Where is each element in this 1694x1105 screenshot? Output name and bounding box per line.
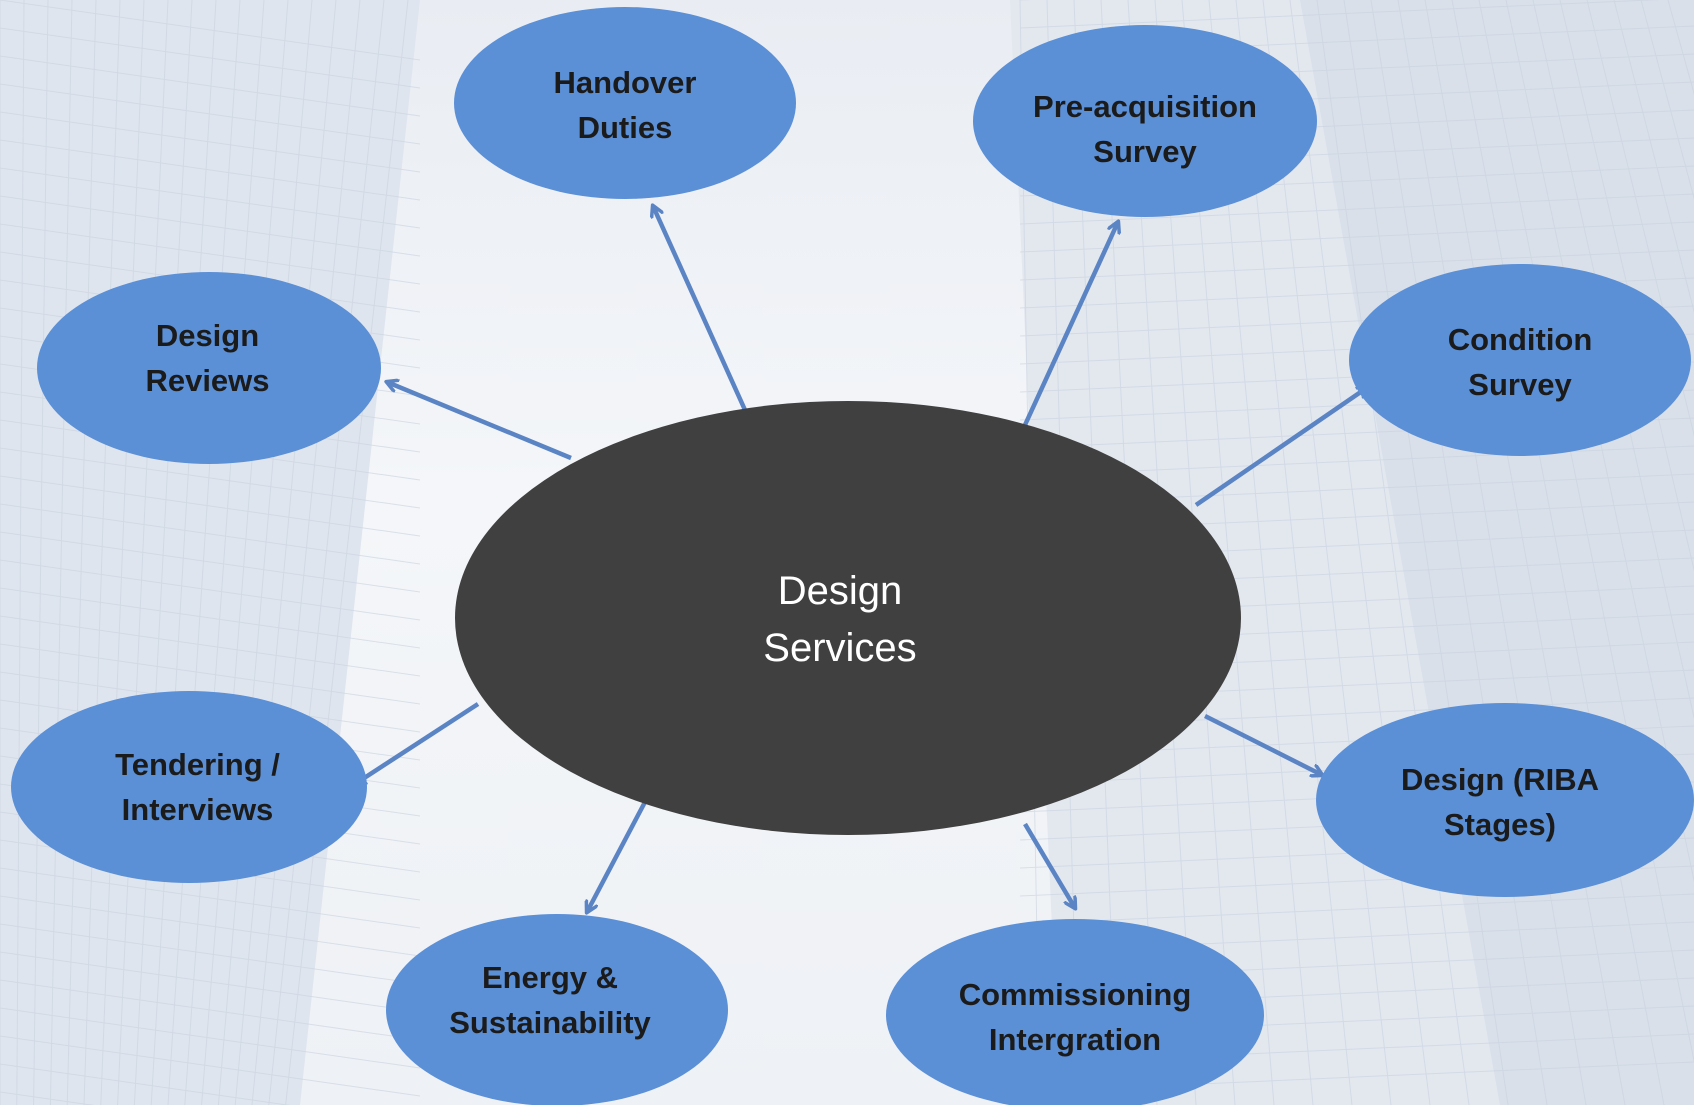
node-pre-acquisition-survey [973, 25, 1317, 217]
center-node [455, 401, 1241, 835]
connector-arrows [355, 206, 1368, 912]
node-tendering-interviews [11, 691, 367, 883]
arrow-to-energy-sustainability [587, 800, 647, 912]
node-commissioning-intergration [886, 919, 1264, 1105]
arrow-to-tendering-interviews [355, 702, 480, 784]
arrow-to-design-riba-stages [1203, 713, 1322, 775]
arrow-to-commissioning-intergration [1023, 822, 1075, 908]
node-design-riba-stages [1316, 703, 1694, 897]
arrow-to-condition-survey [1194, 387, 1368, 507]
arrow-to-handover-duties [653, 206, 748, 411]
center-node-design-services [455, 401, 1241, 835]
node-condition-survey [1349, 264, 1691, 456]
arrow-to-design-reviews [387, 382, 572, 461]
service-nodes [11, 7, 1694, 1105]
node-handover-duties [454, 7, 796, 199]
arrow-to-pre-acquisition-survey [1022, 222, 1118, 426]
node-design-reviews [37, 272, 381, 464]
node-energy-sustainability [386, 914, 728, 1105]
